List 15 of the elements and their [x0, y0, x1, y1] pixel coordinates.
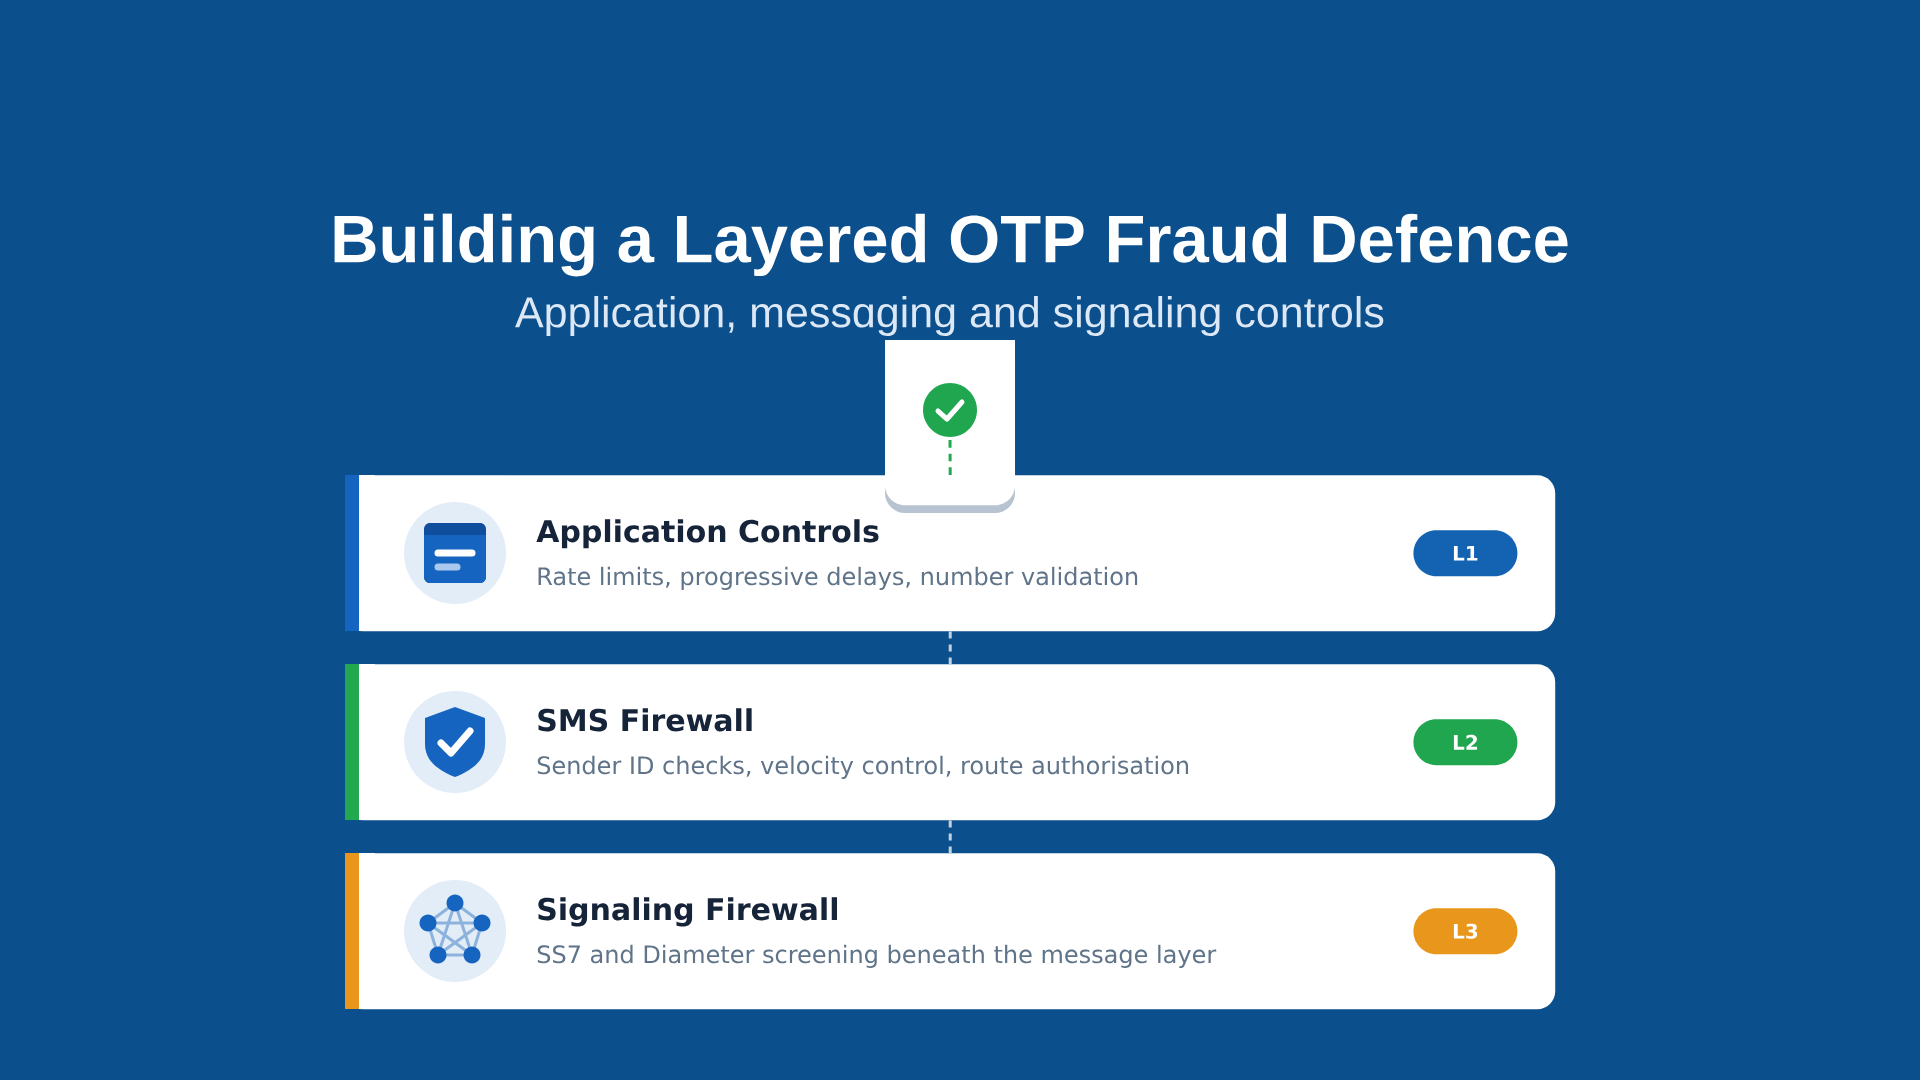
layer-card [345, 664, 1556, 821]
layer-card [345, 475, 1556, 632]
card-description: Sender ID checks, velocity control, route authorisation [537, 755, 1188, 779]
card-heading: SMS Firewall [538, 708, 752, 732]
card-heading: Application Controls [536, 519, 879, 549]
card-heading: Signaling Firewall [538, 897, 837, 927]
connector [948, 440, 952, 475]
card-description: SS7 and Diameter screening beneath the message layer [537, 944, 1217, 968]
card-description: Rate limits, progressive delays, number validation [538, 566, 1138, 590]
layer-card [345, 853, 1556, 1010]
connector [948, 820, 952, 853]
connector [948, 631, 952, 664]
subtitle: Application, messɑging and signaling controls [515, 295, 1384, 337]
status-tab [885, 340, 1015, 513]
title: Building a Layered OTP Fraud Defence [334, 213, 1568, 277]
